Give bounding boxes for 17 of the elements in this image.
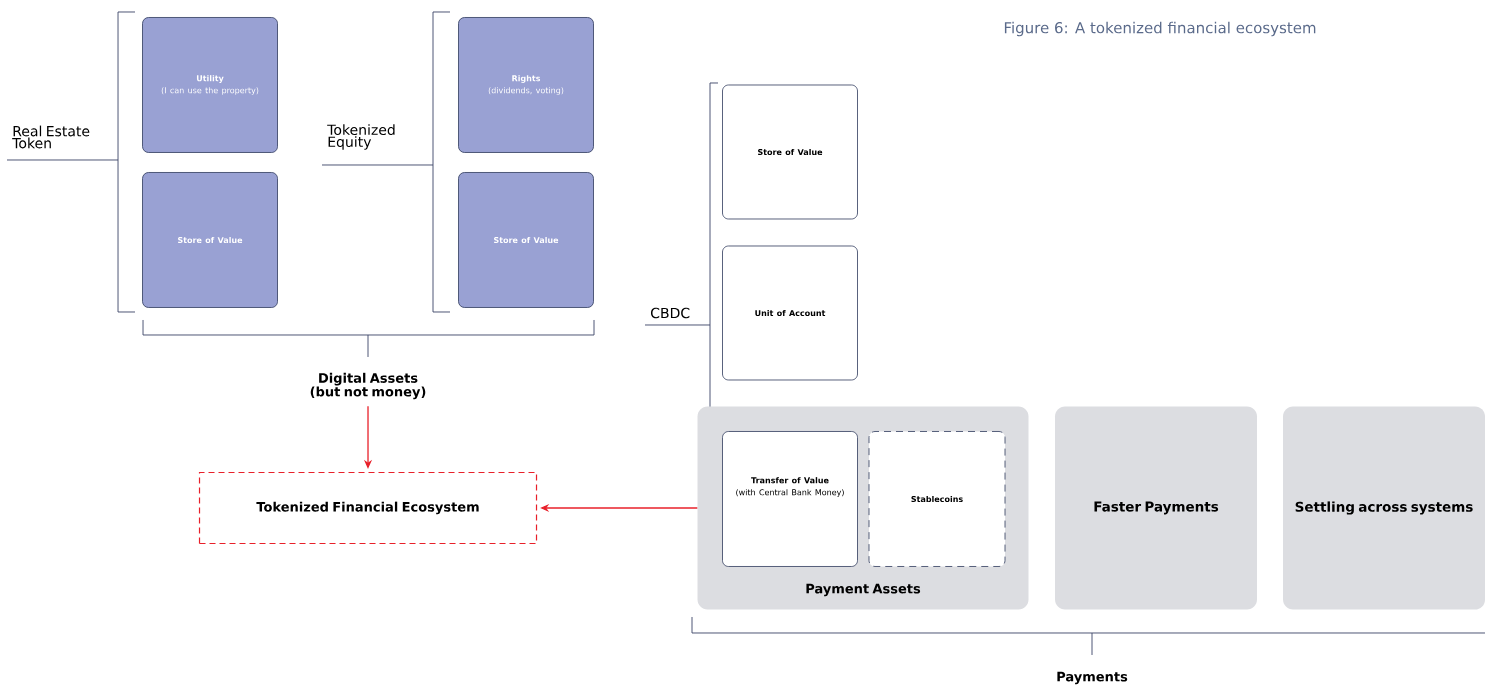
group-label: Real Estate Token — [12, 125, 90, 149]
token-box: Utility (I can use the property) — [142, 17, 278, 153]
group-label: Tokenized Equity — [327, 124, 395, 150]
figure-title: Figure 6: A tokenized financial ecosystem — [1004, 21, 1316, 37]
dashed-box: Stablecoins — [868, 431, 1006, 567]
property-box: Unit of Account — [722, 245, 858, 381]
property-box: Store of Value — [722, 84, 858, 220]
token-box: Store of Value — [142, 172, 278, 308]
token-box: Rights (dividends, voting) — [458, 17, 594, 153]
dashed-box: Tokenized Financial Ecosystem — [198, 471, 538, 545]
token-box: Store of Value — [458, 172, 594, 308]
group-label: CBDC — [651, 307, 690, 319]
panel: Faster Payments — [1055, 406, 1257, 610]
caption-text: Digital Assets (but not money) — [310, 372, 426, 400]
property-box: Transfer of Value (with Central Bank Money) — [722, 431, 858, 567]
group-label: Payments — [1057, 671, 1128, 685]
panel: Settling across systems — [1283, 406, 1485, 610]
